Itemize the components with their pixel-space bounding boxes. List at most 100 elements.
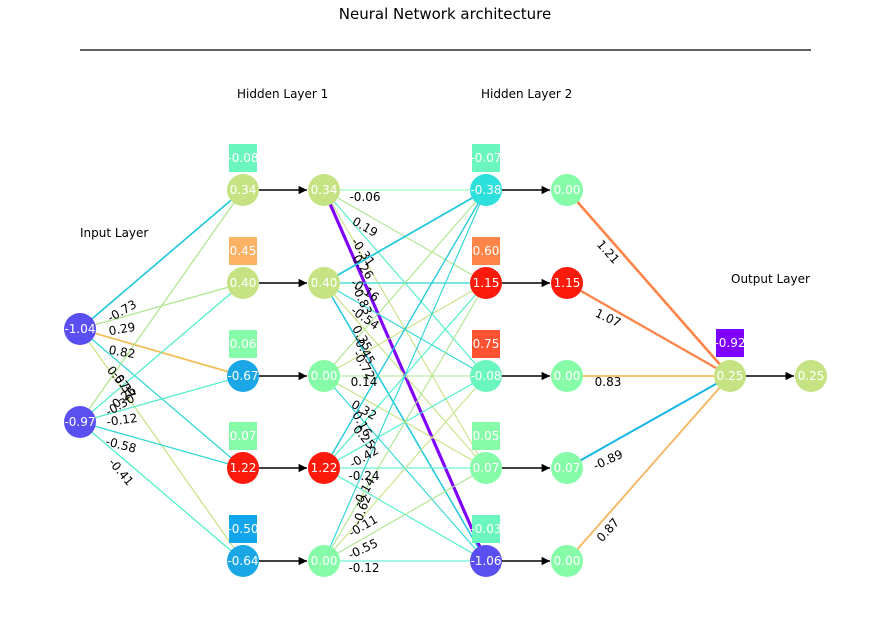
hidden-layer-1-label: Hidden Layer 1 bbox=[237, 87, 328, 101]
bias-value: 0.05 bbox=[473, 429, 500, 443]
bias-box bbox=[472, 144, 500, 172]
bias-value: 0.60 bbox=[473, 244, 500, 258]
hidden1-post-node-value: 0.00 bbox=[311, 369, 338, 383]
hidden2-post-node bbox=[551, 452, 583, 484]
input-layer-label: Input Layer bbox=[80, 226, 148, 240]
hidden2-pre-node-value: -0.08 bbox=[470, 369, 501, 383]
weight-label: -0.06 bbox=[349, 190, 380, 204]
edge-hidden2-to-output bbox=[566, 375, 731, 469]
hidden1-post-node-value: 0.40 bbox=[311, 276, 338, 290]
bias-box bbox=[472, 237, 500, 265]
edge-input-to-hidden1 bbox=[79, 189, 244, 423]
bias-value: 0.75 bbox=[473, 337, 500, 351]
edge-hidden1-to-hidden2 bbox=[323, 189, 487, 377]
bias-box bbox=[229, 330, 257, 358]
weight-label: 0.29 bbox=[108, 320, 137, 338]
hidden2-pre-node-value: -0.38 bbox=[470, 183, 501, 197]
hidden2-pre-node bbox=[470, 545, 502, 577]
hidden2-pre-node-value: -1.06 bbox=[470, 554, 501, 568]
edge-hidden1-to-hidden2 bbox=[323, 189, 487, 469]
hidden2-pre-node bbox=[470, 360, 502, 392]
weight-label: 1.21 bbox=[594, 237, 622, 266]
weight-label: 0.14 bbox=[351, 375, 378, 389]
bias-box bbox=[472, 422, 500, 450]
weight-label: 0.83 bbox=[595, 375, 622, 389]
weight-label: 0.82 bbox=[108, 343, 137, 361]
hidden1-pre-node-value: 0.34 bbox=[230, 183, 257, 197]
edge-hidden2-to-output bbox=[565, 189, 732, 377]
bias-box bbox=[716, 329, 744, 357]
hidden1-post-node-value: 0.00 bbox=[311, 554, 338, 568]
edge-input-to-hidden1 bbox=[79, 189, 244, 330]
bias-value: -0.92 bbox=[714, 336, 745, 350]
hidden1-pre-node-value: -0.67 bbox=[227, 369, 258, 383]
input-node bbox=[64, 313, 96, 345]
weight-label: -0.24 bbox=[348, 469, 379, 483]
hidden1-post-node-value: 0.34 bbox=[311, 183, 338, 197]
output-pre-node-value: 0.25 bbox=[717, 369, 744, 383]
weight-label: 1.07 bbox=[593, 306, 623, 330]
hidden2-post-node-value: 0.00 bbox=[554, 183, 581, 197]
output-post-node-value: 0.25 bbox=[798, 369, 825, 383]
edge-hidden1-to-hidden2 bbox=[323, 282, 487, 562]
hidden2-pre-node bbox=[470, 267, 502, 299]
hidden1-pre-node-value: 1.22 bbox=[230, 461, 257, 475]
edge-input-to-hidden1 bbox=[79, 375, 244, 423]
hidden2-post-node-value: 1.15 bbox=[554, 276, 581, 290]
bias-value: 0.06 bbox=[230, 337, 257, 351]
bias-box bbox=[229, 515, 257, 543]
bias-value: 0.07 bbox=[230, 429, 257, 443]
hidden2-pre-node-value: 0.07 bbox=[473, 461, 500, 475]
output-post-node bbox=[795, 360, 827, 392]
hidden2-post-node bbox=[551, 174, 583, 206]
bias-value: -0.50 bbox=[227, 522, 258, 536]
hidden2-post-node bbox=[551, 267, 583, 299]
input-node-value: -0.97 bbox=[64, 415, 95, 429]
hidden1-pre-node bbox=[227, 174, 259, 206]
hidden1-pre-node bbox=[227, 545, 259, 577]
edge-hidden2-to-output bbox=[566, 375, 731, 562]
bias-box bbox=[472, 515, 500, 543]
bias-value: -0.03 bbox=[470, 522, 501, 536]
edge-hidden1-to-hidden2 bbox=[323, 189, 487, 562]
diagram-title: Neural Network architecture bbox=[339, 5, 551, 23]
hidden1-post-node bbox=[308, 452, 340, 484]
bias-value: -0.07 bbox=[470, 151, 501, 165]
hidden1-post-node bbox=[308, 545, 340, 577]
hidden2-post-node-value: 0.00 bbox=[554, 554, 581, 568]
weight-label: -0.12 bbox=[348, 561, 379, 575]
weight-label: -0.12 bbox=[106, 411, 139, 429]
hidden1-pre-node-value: 0.40 bbox=[230, 276, 257, 290]
hidden1-post-node bbox=[308, 174, 340, 206]
output-pre-node bbox=[714, 360, 746, 392]
edge-input-to-hidden1 bbox=[79, 421, 244, 562]
weight-label: 0.19 bbox=[350, 214, 380, 239]
edge-input-to-hidden1 bbox=[79, 282, 244, 423]
bias-box bbox=[229, 422, 257, 450]
hidden1-post-node-value: 1.22 bbox=[311, 461, 338, 475]
hidden2-pre-node bbox=[470, 452, 502, 484]
input-node-value: -1.04 bbox=[64, 322, 95, 336]
hidden1-pre-node-value: -0.64 bbox=[227, 554, 258, 568]
hidden2-post-node-value: 0.07 bbox=[554, 461, 581, 475]
bias-box bbox=[472, 330, 500, 358]
weight-label: -0.41 bbox=[106, 456, 137, 489]
hidden1-post-node bbox=[308, 267, 340, 299]
hidden1-pre-node bbox=[227, 452, 259, 484]
hidden2-post-node bbox=[551, 360, 583, 392]
edge-hidden1-to-hidden2 bbox=[323, 189, 487, 284]
hidden-layer-2-label: Hidden Layer 2 bbox=[481, 87, 572, 101]
hidden1-pre-node bbox=[227, 360, 259, 392]
edge-hidden1-to-hidden2 bbox=[323, 375, 487, 562]
bias-box bbox=[229, 237, 257, 265]
bias-box bbox=[229, 144, 257, 172]
hidden1-pre-node bbox=[227, 267, 259, 299]
bias-value: 0.45 bbox=[230, 244, 257, 258]
edge-input-to-hidden1 bbox=[79, 421, 244, 469]
hidden2-post-node-value: 0.00 bbox=[554, 369, 581, 383]
bias-value: -0.08 bbox=[227, 151, 258, 165]
hidden2-pre-node-value: 1.15 bbox=[473, 276, 500, 290]
hidden2-pre-node bbox=[470, 174, 502, 206]
edge-hidden2-to-output bbox=[566, 281, 731, 378]
